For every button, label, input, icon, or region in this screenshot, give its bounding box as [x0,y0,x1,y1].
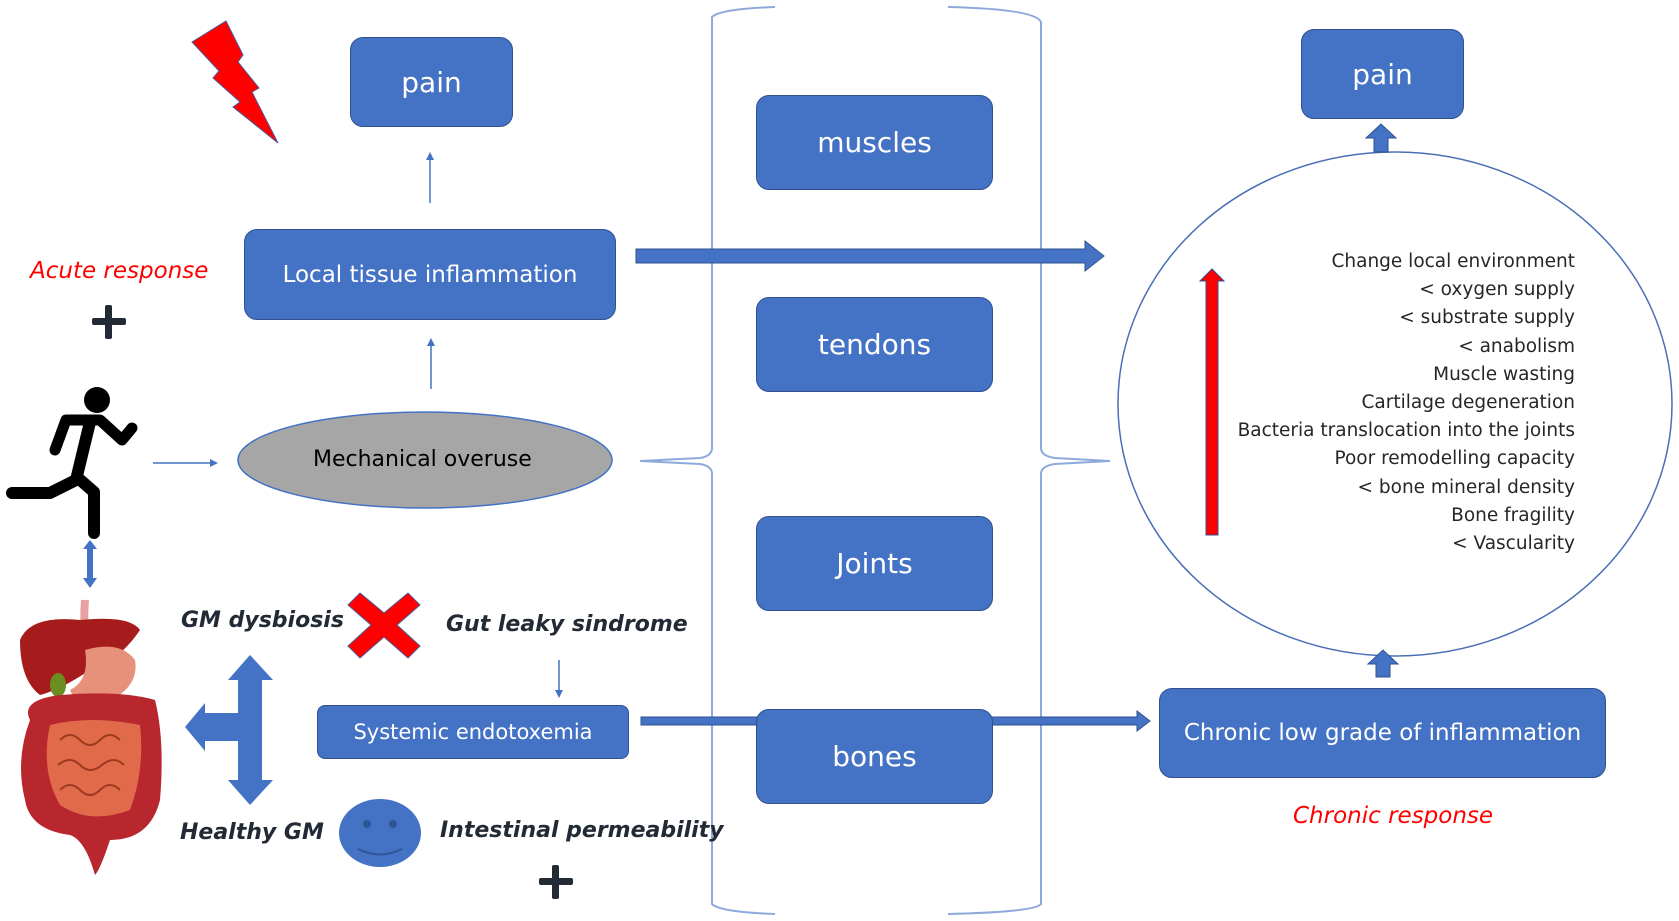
intestinal-permeability-label: Intestinal permeability [440,818,724,843]
mechanical-overuse-text: Mechanical overuse [313,447,532,472]
effect-item: Change local environment [1331,251,1575,272]
acute-pain-box: pain [350,37,513,127]
effect-item: Poor remodelling capacity [1334,448,1575,470]
chronic-response-label: Chronic response [1293,803,1494,829]
chronic-effects-list: Change local environment < oxygen supply… [1238,248,1575,558]
local-inflammation-box: Local tissue inflammation [244,229,616,320]
chronic-pain-box: pain [1301,29,1464,119]
tissue-label: bones [832,740,917,773]
running-person-icon [6,387,138,539]
gm-dysbiosis-label: GM dysbiosis [181,608,344,633]
right-brace [947,6,1111,915]
effect-item: Cartilage degeneration [1361,392,1575,414]
tissue-box-muscles: muscles [756,95,993,190]
effect-item: Bacteria translocation into the joints [1237,420,1575,442]
effect-item: Bone fragility [1451,504,1575,526]
arrow-local-to-chronic-circle [635,239,1105,273]
arrow-runner-gut [83,540,97,588]
systemic-endotoxemia-box: Systemic endotoxemia [317,705,629,759]
mechanical-overuse-ellipse [237,411,613,509]
tissue-box-joints: Joints [756,516,993,611]
healthy-gm-label: Healthy GM [180,820,324,845]
arrow-gm-balance [185,655,273,805]
arrow-chronic-to-circle [1366,649,1400,678]
tissue-box-tendons: tendons [756,297,993,392]
chronic-effects-circle [1117,151,1673,657]
chronic-pain-text: pain [1352,57,1413,91]
tissue-box-bones: bones [756,709,993,804]
tissue-label: tendons [817,328,932,361]
effect-item: < substrate supply [1399,307,1575,329]
effect-item: < anabolism [1458,335,1575,357]
arrow-circle-to-pain [1364,123,1398,153]
chronic-inflammation-box: Chronic low grade of inflammation [1159,688,1606,778]
tissue-label: muscles [817,126,932,159]
chronic-inflammation-text: Chronic low grade of inflammation [1183,720,1582,746]
plus-icon [92,305,126,339]
effect-item: Muscle wasting [1433,363,1575,385]
red-cross-icon [347,592,421,659]
plus-icon [539,865,573,899]
smiley-face-icon [339,799,421,867]
systemic-endotoxemia-text: Systemic endotoxemia [353,720,593,744]
effect-item: < Vascularity [1452,533,1575,555]
acute-pain-text: pain [401,65,462,99]
acute-response-label: Acute response [30,258,209,284]
gut-leaky-label: Gut leaky sindrome [446,612,688,637]
lightning-bolt-icon [191,20,279,144]
digestive-system-icon [20,599,162,875]
red-increase-arrow [1198,268,1226,536]
effect-item: < bone mineral density [1357,476,1576,498]
tissue-label: Joints [836,547,913,580]
local-inflammation-text: Local tissue inflammation [282,261,578,288]
left-brace [639,6,776,915]
effect-item: < oxygen supply [1419,279,1575,301]
